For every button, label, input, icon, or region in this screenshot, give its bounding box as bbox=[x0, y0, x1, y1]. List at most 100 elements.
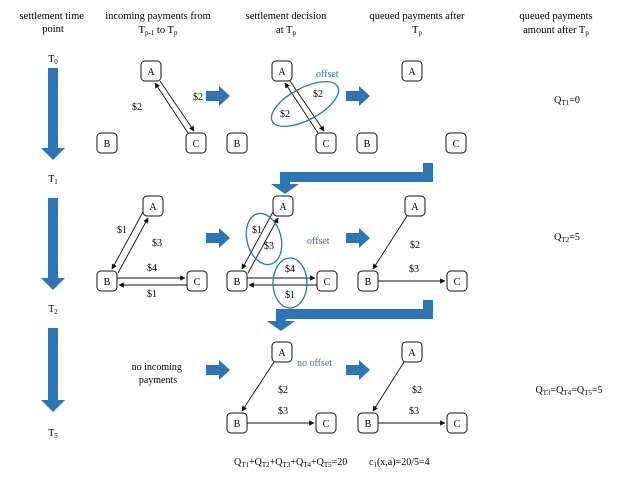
edge-a-to-b bbox=[372, 215, 408, 270]
node-a-label: A bbox=[408, 348, 416, 359]
node-c-label: C bbox=[453, 139, 460, 150]
edge-label-c-to-a: $2 bbox=[280, 109, 290, 120]
time-point-t2: T2 bbox=[48, 304, 58, 316]
edge-b-to-a bbox=[117, 217, 149, 274]
node-c bbox=[185, 132, 207, 154]
node-c bbox=[316, 270, 338, 292]
row1-incoming-panel: A B C $2 $2 bbox=[96, 60, 207, 154]
row-2: A B C $1 $3 $4 $1 A B C bbox=[96, 195, 580, 309]
time-point-t1: T1 bbox=[48, 174, 58, 186]
offset-ellipse bbox=[270, 80, 340, 128]
no-offset-label: no offset bbox=[297, 358, 332, 369]
row3-queued-panel: A B C $2 $3 bbox=[357, 341, 468, 434]
edge-label-b-to-c: $3 bbox=[409, 406, 419, 417]
edge-c-to-a bbox=[284, 82, 319, 134]
node-c-label: C bbox=[324, 277, 331, 288]
node-c bbox=[186, 270, 208, 292]
node-b bbox=[226, 270, 248, 292]
node-a-label: A bbox=[411, 202, 419, 213]
node-b bbox=[356, 132, 378, 154]
edge-a-to-b bbox=[241, 211, 274, 270]
edge-label-a-to-b: $2 bbox=[410, 240, 420, 251]
queued-amount-t1: QT1=0 bbox=[554, 95, 580, 107]
header-row: settlement time point incoming payments … bbox=[19, 11, 592, 37]
edge-label-a-to-c: $2 bbox=[193, 92, 203, 103]
node-c bbox=[446, 412, 468, 434]
node-b-label: B bbox=[234, 277, 241, 288]
timeline-bar-3 bbox=[48, 328, 58, 400]
node-a-label: A bbox=[278, 67, 286, 78]
queued-amount-t3-t5: QT3=QT4=QT5=5 bbox=[536, 385, 603, 397]
node-c-label: C bbox=[454, 277, 461, 288]
edge-c-to-a bbox=[154, 82, 189, 134]
header-incoming-line2: Tp-1 to Tp bbox=[139, 25, 178, 37]
edge-a-to-c bbox=[159, 80, 195, 132]
time-point-t0: T0 bbox=[48, 54, 58, 66]
step-arrow-r3-2 bbox=[346, 360, 370, 380]
node-a bbox=[140, 60, 162, 82]
node-a-label: A bbox=[278, 348, 286, 359]
node-b-label: B bbox=[104, 139, 111, 150]
row3-decision-panel: A B C $2 $3 no offset bbox=[226, 341, 337, 434]
node-a bbox=[401, 60, 423, 82]
row1-decision-panel: A B C $2 $2 offset bbox=[226, 60, 340, 154]
cost-formula: c1(x,a)=20/5=4 bbox=[369, 457, 430, 469]
node-c bbox=[445, 132, 467, 154]
queued-amount-t2: QT2=5 bbox=[554, 232, 580, 244]
header-incoming-line1: incoming payments from bbox=[105, 11, 211, 22]
carry-over-arrow-1 bbox=[271, 163, 433, 194]
node-c bbox=[315, 132, 337, 154]
node-b bbox=[96, 270, 118, 292]
header-amount-line2: amount after Tp bbox=[523, 25, 589, 37]
row1-queued-panel: A B C bbox=[356, 60, 467, 154]
node-b bbox=[226, 132, 248, 154]
node-c-label: C bbox=[194, 277, 201, 288]
edge-a-to-b bbox=[111, 211, 144, 270]
node-b-label: B bbox=[234, 419, 241, 430]
edge-label-a-to-b: $1 bbox=[252, 225, 262, 236]
step-arrow-r2-1 bbox=[206, 228, 230, 248]
node-b-label: B bbox=[234, 139, 241, 150]
node-a-label: A bbox=[147, 67, 155, 78]
row2-queued-panel: A B C $2 $3 bbox=[357, 195, 468, 292]
node-a bbox=[142, 195, 164, 217]
edge-label-a-to-b: $2 bbox=[412, 385, 422, 396]
edge-label-b-to-c: $3 bbox=[278, 406, 288, 417]
edge-label-a-to-b: $2 bbox=[278, 385, 288, 396]
header-amount-line1: queued payments bbox=[519, 11, 592, 22]
node-a bbox=[404, 195, 426, 217]
timeline: T0 T1 T2 T5 bbox=[41, 54, 65, 440]
step-arrow-r3-1 bbox=[206, 360, 230, 380]
header-queued-line1: queued payments after bbox=[369, 11, 465, 22]
header-settlement-time: settlement time point bbox=[19, 11, 86, 35]
header-queued-line2: Tp bbox=[412, 25, 422, 37]
edge-label-c-to-a: $2 bbox=[132, 102, 142, 113]
node-c-label: C bbox=[454, 419, 461, 430]
no-incoming-payments-text: no incoming payments bbox=[132, 362, 185, 386]
node-c-label: C bbox=[323, 139, 330, 150]
offset-label: offset bbox=[307, 236, 330, 247]
edge-a-to-c bbox=[289, 80, 325, 132]
node-b-label: B bbox=[365, 419, 372, 430]
step-arrow-r1-2 bbox=[346, 86, 370, 106]
total-queued-sum: QT1+QT2+QT3+QT4+QT5=20 bbox=[234, 457, 347, 469]
offset-label: offset bbox=[316, 69, 339, 80]
timeline-bar-2 bbox=[48, 198, 58, 278]
edge-label-c-to-b: $1 bbox=[285, 290, 295, 301]
header-decision-line1: settlement decision bbox=[246, 11, 328, 22]
node-c-label: C bbox=[193, 139, 200, 150]
time-point-t5: T5 bbox=[48, 428, 58, 440]
edge-label-b-to-c: $3 bbox=[409, 264, 419, 275]
node-c-label: C bbox=[323, 419, 330, 430]
node-b bbox=[96, 132, 118, 154]
offset-ellipse-bc bbox=[272, 257, 308, 309]
edge-label-b-to-c: $4 bbox=[147, 263, 157, 274]
row2-decision-panel: A B C $1 $3 $4 $1 offset bbox=[226, 195, 338, 309]
header-decision-line2: at Tp bbox=[276, 25, 296, 37]
edge-label-c-to-b: $1 bbox=[147, 289, 157, 300]
timeline-bar-1 bbox=[48, 68, 58, 148]
node-b-label: B bbox=[365, 277, 372, 288]
node-a-label: A bbox=[408, 67, 416, 78]
